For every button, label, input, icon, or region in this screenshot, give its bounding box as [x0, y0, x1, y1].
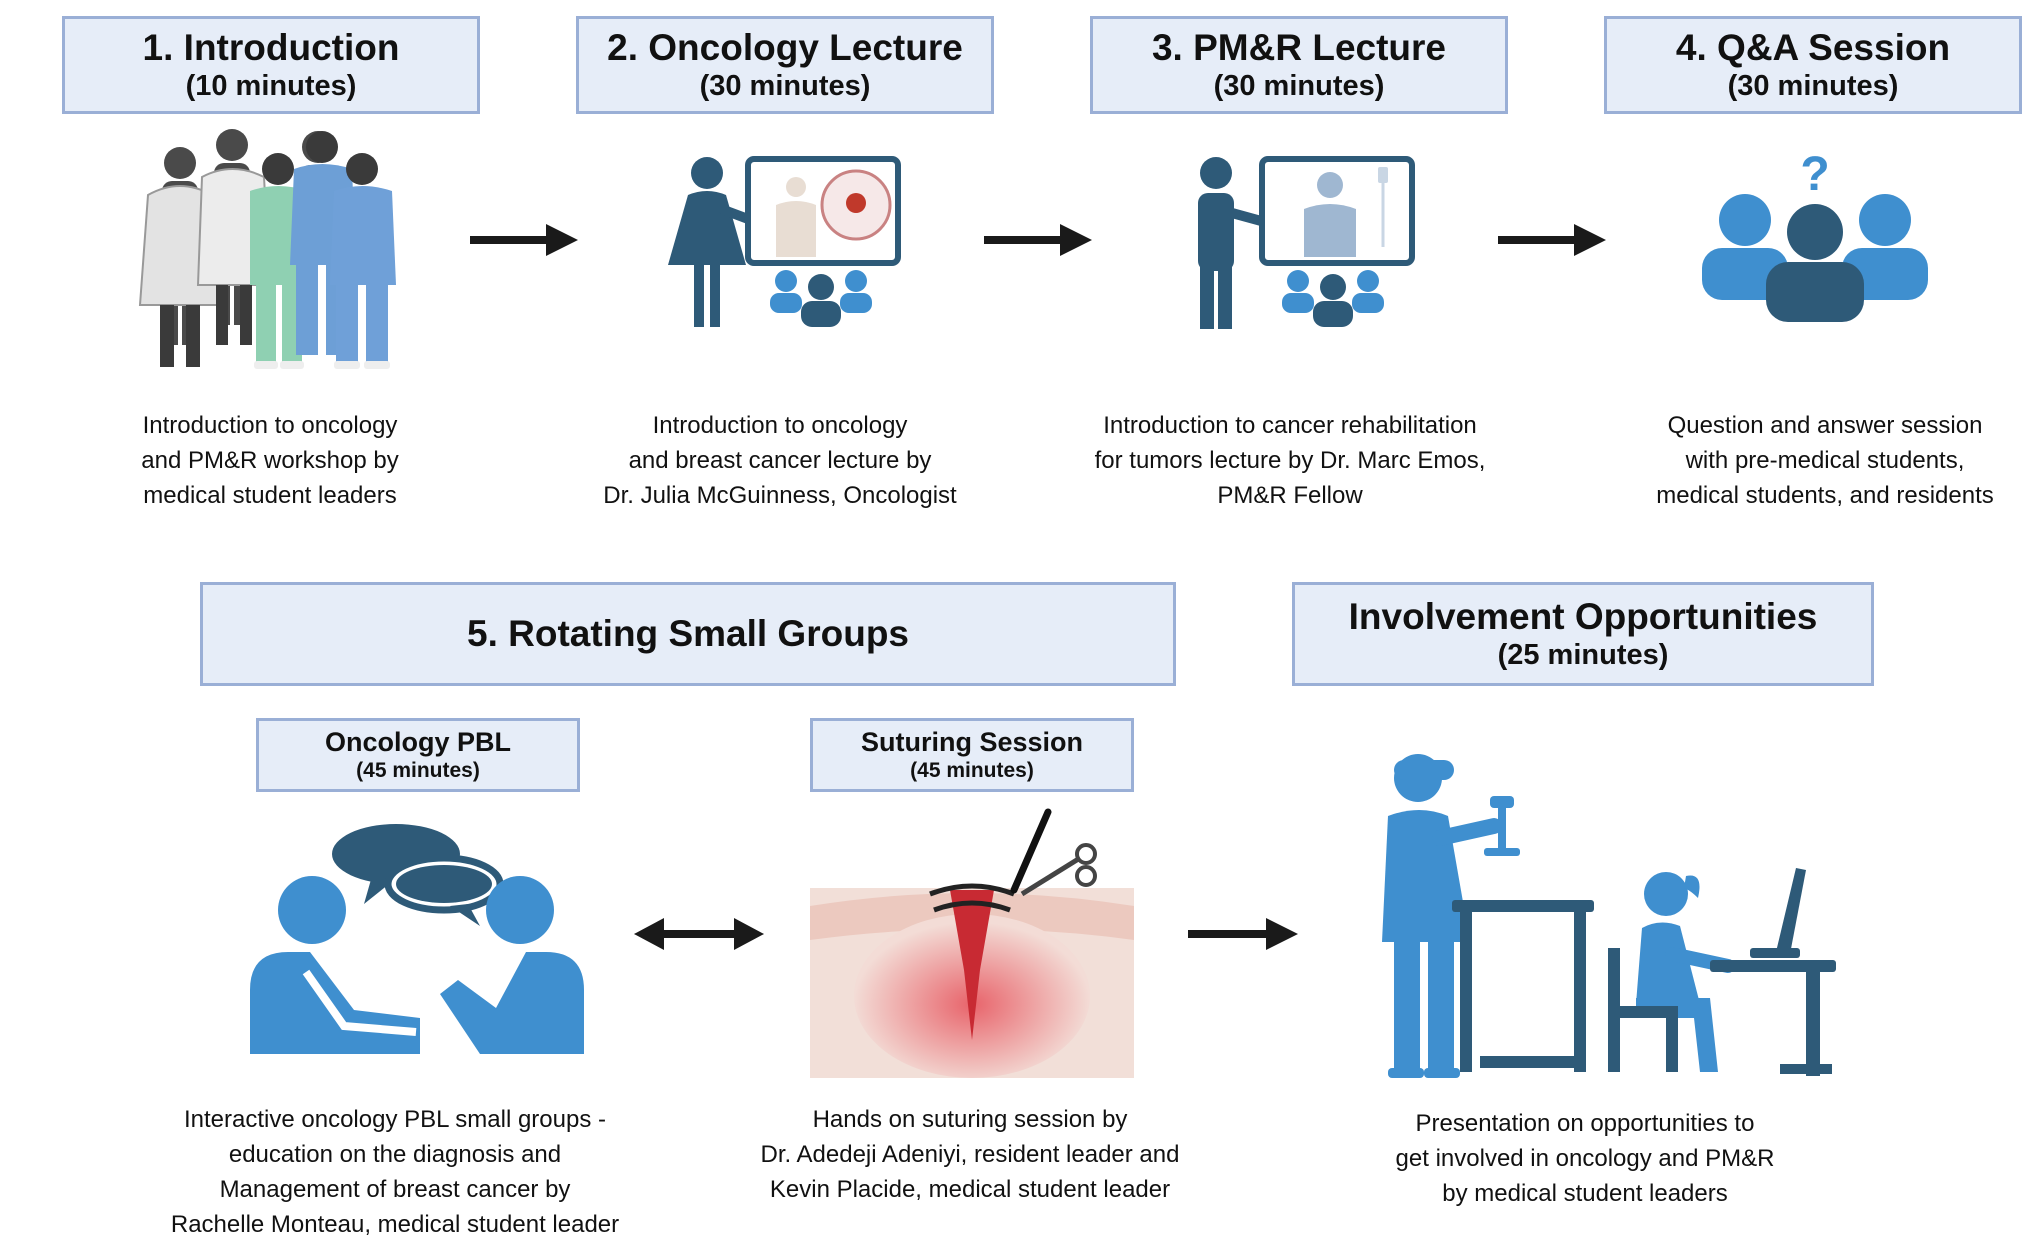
step-4-title: 4. Q&A Session — [1675, 27, 1951, 68]
arrow-right-icon — [1188, 918, 1298, 950]
step-3-header: 3. PM&R Lecture (30 minutes) — [1090, 16, 1508, 114]
step-1-description: Introduction to oncology and PM&R worksh… — [141, 412, 399, 509]
question-group-icon: ? — [1702, 148, 1928, 322]
suturing-title: Suturing Session — [860, 727, 1084, 757]
suturing-duration: (45 minutes) — [910, 759, 1034, 782]
pmr-lecture-icon — [1198, 156, 1415, 329]
arrow-both-icon — [634, 918, 764, 950]
involvement-title: Involvement Opportunities — [1348, 596, 1818, 637]
suturing-wound-icon — [810, 808, 1134, 1078]
step-2-description: Introduction to oncology and breast canc… — [603, 412, 957, 509]
step-2-title: 2. Oncology Lecture — [607, 27, 963, 68]
oncology-lecture-icon — [668, 156, 901, 327]
step-3-description: Introduction to cancer rehabilitation fo… — [1094, 412, 1486, 509]
computer-worker-icon — [1608, 868, 1836, 1076]
step-1-duration: (10 minutes) — [185, 70, 357, 102]
step-4-header: 4. Q&A Session (30 minutes) — [1604, 16, 2022, 114]
suturing-description: Hands on suturing session by Dr. Adedeji… — [760, 1106, 1180, 1203]
step-4-description: Question and answer session with pre-med… — [1656, 412, 1994, 509]
arrow-right-icon — [470, 224, 578, 256]
svg-text:?: ? — [1800, 148, 1829, 201]
oncology-pbl-title: Oncology PBL — [324, 727, 511, 757]
oncology-pbl-description: Interactive oncology PBL small groups - … — [170, 1106, 620, 1238]
step-4-duration: (30 minutes) — [1727, 70, 1899, 102]
rotating-groups-title: 5. Rotating Small Groups — [467, 613, 909, 654]
step-1-title: 1. Introduction — [142, 27, 400, 68]
step-2-duration: (30 minutes) — [699, 70, 871, 102]
suturing-header: Suturing Session (45 minutes) — [810, 718, 1134, 792]
step-3-title: 3. PM&R Lecture — [1151, 27, 1446, 68]
involvement-duration: (25 minutes) — [1497, 639, 1669, 671]
arrow-right-icon — [1498, 224, 1606, 256]
discussion-icon — [250, 824, 584, 1054]
step-1-header: 1. Introduction (10 minutes) — [62, 16, 480, 114]
oncology-pbl-header: Oncology PBL (45 minutes) — [256, 718, 580, 792]
doctors-group-icon — [138, 129, 396, 369]
involvement-header: Involvement Opportunities (25 minutes) — [1292, 582, 1874, 686]
rotating-groups-header: 5. Rotating Small Groups — [200, 582, 1176, 686]
lab-researcher-icon — [1382, 754, 1594, 1078]
oncology-pbl-duration: (45 minutes) — [356, 759, 480, 782]
arrow-right-icon — [984, 224, 1092, 256]
involvement-description: Presentation on opportunities to get inv… — [1395, 1110, 1775, 1207]
step-3-duration: (30 minutes) — [1213, 70, 1385, 102]
step-2-header: 2. Oncology Lecture (30 minutes) — [576, 16, 994, 114]
